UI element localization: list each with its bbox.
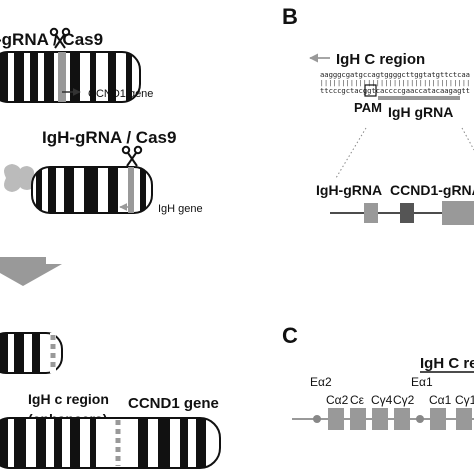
ca1-exon <box>430 408 446 430</box>
sequence-bottom: ttcccgctacggtcaccccgaaccatacaagagtt <box>320 86 470 95</box>
cg4-label: Cγ4 <box>371 393 393 407</box>
chromosome-igh <box>4 164 153 214</box>
cas9-cassette <box>442 201 474 225</box>
derivative-chromosome-large <box>0 417 221 469</box>
panel-b-label: B <box>282 4 298 29</box>
enhancer-a2-label: Eα2 <box>310 375 332 389</box>
sequence-top: aagggcgatgccagtggggcttggtatgttctcaa <box>320 70 470 79</box>
igh-grna-label: IgH gRNA <box>388 104 453 120</box>
ca2-exon <box>328 408 344 430</box>
scissors-icon <box>49 27 71 49</box>
ccnd1-grna-construct-label: CCND1-gRNA <box>390 182 474 198</box>
down-arrow-icon <box>0 257 62 286</box>
igh-grna-construct-label: IgH-gRNA <box>316 182 382 198</box>
igh-gene-label: IgH gene <box>158 203 203 215</box>
enhancer-a1-label: Eα1 <box>411 375 433 389</box>
ccnd1-gene-bottom-label: CCND1 gene <box>128 395 219 412</box>
cg2-label: Cγ2 <box>393 393 415 407</box>
grna-target-bar <box>378 96 460 100</box>
ca1-label: Cα1 <box>429 393 452 407</box>
cg1-exon <box>456 408 472 430</box>
scissors-icon <box>121 145 143 167</box>
cg4-exon <box>372 408 388 430</box>
ca2-label: Cα2 <box>326 393 349 407</box>
ccnd1-gene-label: CCND1 gene <box>88 88 153 100</box>
ccnd1-locus-band <box>58 52 66 102</box>
igh-grna-cas9-label: IgH-gRNA / Cas9 <box>42 128 176 147</box>
igh-grna-cassette <box>364 203 378 223</box>
cg1-label: Cγ1 <box>455 393 474 407</box>
igh-c-region-label: IgH c region <box>28 391 109 407</box>
enhancer-a1-dot <box>416 415 424 423</box>
pam-label: PAM <box>354 100 382 115</box>
panel-c-label: C <box>282 323 298 348</box>
igh-c-region-title: IgH C region <box>336 51 425 68</box>
zoom-line-right <box>461 127 474 151</box>
igh-c-region-heading: IgH C re <box>420 355 474 372</box>
zoom-line-left <box>335 127 367 179</box>
chromosome-ccnd1 <box>0 51 141 103</box>
ce-exon <box>350 408 366 430</box>
cg2-exon <box>394 408 410 430</box>
derivative-chromosome-small <box>0 332 63 374</box>
igh-locus-band <box>128 167 134 213</box>
top-grna-cas9-label: -gRNA / Cas9 <box>0 30 103 49</box>
pam-box <box>364 84 377 97</box>
sequence-ticks: ||||||||||||||||||||||||||||||||||| <box>320 80 470 87</box>
enhancer-a2-dot <box>313 415 321 423</box>
ccnd1-grna-cassette <box>400 203 414 223</box>
ce-label: Cε <box>350 393 365 407</box>
